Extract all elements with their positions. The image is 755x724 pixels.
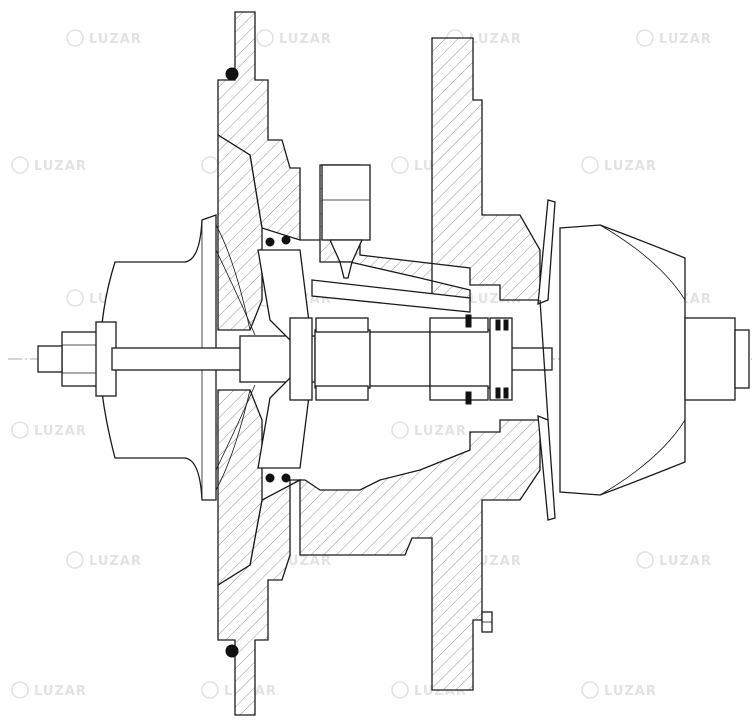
bearing-housing (217, 11, 541, 716)
oil-inlet-bore (321, 164, 371, 279)
watermark: LUZAR (11, 156, 87, 174)
watermark-brand-text: LUZAR (34, 684, 87, 699)
luzar-logo-icon (11, 156, 29, 174)
compressor-nut (37, 321, 117, 397)
luzar-logo-icon (11, 421, 29, 439)
watermark: LUZAR (636, 29, 712, 47)
watermark-brand-text: LUZAR (659, 32, 712, 47)
oil-feed-channel (311, 279, 471, 313)
luzar-logo-icon (391, 421, 409, 439)
luzar-logo-icon (201, 156, 219, 174)
journal-bearings (315, 317, 489, 401)
watermark-brand-text: LUZAR (89, 554, 142, 569)
luzar-logo-icon (66, 551, 84, 569)
luzar-logo-icon (581, 681, 599, 699)
watermark-brand-text: LUZAR (89, 32, 142, 47)
thrust-bearing-seal (257, 249, 313, 469)
watermark: LUZAR (66, 551, 142, 569)
watermark: LUZAR (636, 551, 712, 569)
watermark: LUZAR (581, 156, 657, 174)
watermark-brand-text: LUZAR (604, 684, 657, 699)
watermark: LUZAR (66, 29, 142, 47)
watermark-brand-text: LUZAR (34, 424, 87, 439)
watermark-brand-text: LUZAR (279, 554, 332, 569)
luzar-logo-icon (201, 681, 219, 699)
watermark: LUZAR (256, 29, 332, 47)
watermark: LUZAR (11, 681, 87, 699)
luzar-logo-icon (256, 29, 274, 47)
watermark: LUZAR (391, 421, 467, 439)
luzar-logo-icon (636, 29, 654, 47)
watermark-brand-text: LUZAR (34, 159, 87, 174)
watermark-brand-text: LUZAR (659, 554, 712, 569)
luzar-logo-icon (11, 681, 29, 699)
watermark-brand-text: LUZAR (279, 32, 332, 47)
heat-shield (537, 199, 556, 521)
luzar-logo-icon (391, 681, 409, 699)
watermark-brand-text: LUZAR (469, 32, 522, 47)
luzar-logo-icon (636, 551, 654, 569)
luzar-logo-icon (391, 156, 409, 174)
watermark-brand-text: LUZAR (414, 424, 467, 439)
positioning-pin (481, 611, 493, 633)
watermark: LUZAR (581, 681, 657, 699)
watermark: LUZAR (11, 421, 87, 439)
piston-rings (465, 314, 509, 405)
luzar-logo-icon (581, 156, 599, 174)
turbine-shaft (111, 317, 553, 401)
turbine-wheel (559, 224, 750, 496)
luzar-logo-icon (66, 29, 84, 47)
o-rings (225, 67, 291, 658)
luzar-logo-icon (66, 289, 84, 307)
watermark-brand-text: LUZAR (604, 159, 657, 174)
